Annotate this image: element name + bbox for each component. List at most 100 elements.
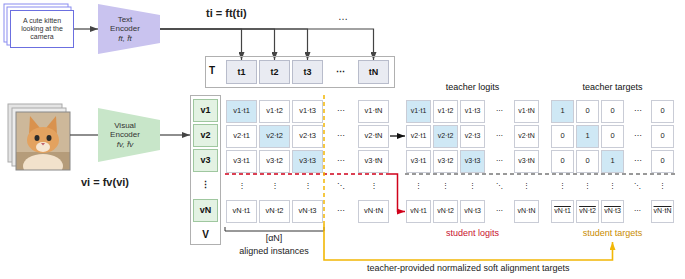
cell-value: ⋮ [271,182,279,191]
kitten-photo [16,112,70,170]
encoder-symbol: ft, f̄t [118,34,131,43]
cell-value: vN·t3 [299,207,317,216]
cell-value: v1·tN [518,107,535,115]
ellipsis-cell: ⋯ [325,125,356,148]
cell-value: vN·t3 [464,207,481,215]
matrix-cell: vN·t2 [576,200,599,223]
matrix-cell: 0 [601,100,624,123]
matrix-cell: v2·t2 [433,125,458,148]
image-embedding: v1 [193,99,218,122]
cell-value: ⋮ [238,182,246,191]
cell-value: ⋯ [634,107,642,116]
ellipsis-cell: ⋯ [487,100,512,123]
matrix-cell: v1·t3 [292,100,323,123]
cell-value: v3·t3 [465,157,481,165]
ellipsis-cell: ⋮ [551,175,574,198]
image-embedding: vN [193,199,218,222]
cell-value: ⋮ [469,182,476,190]
ellipsis: … [337,11,349,23]
matrix-cell: 0 [551,150,574,173]
matrix-cell: v1·t1 [406,100,431,123]
matrix-cell: v3·t3 [460,150,485,173]
cell-value: v2·t1 [233,132,250,141]
similarity-matrix: v1·t1v1·t2v1·t3⋯v1·tNv2·t1v2·t2v2·t3⋯v2·… [225,99,390,224]
cell-value: ⋮ [442,182,449,190]
cell-value: 0 [560,132,564,141]
matrix-cell: v1·t1 [226,100,257,123]
cell-value: vN·t2 [579,207,596,215]
ellipsis-cell: ⋯ [487,125,512,148]
matrix-cell: v2·t1 [226,125,257,148]
cell-value: v1·t3 [465,107,481,115]
matrix-cell: vN·t3 [460,200,485,223]
cell-value: vN·t1 [410,207,427,215]
connector-label: teacher-provided normalized soft alignme… [366,263,571,274]
text-embedding: t2 [259,60,290,84]
matrix-cell: 0 [551,125,574,148]
cell-value: ⋯ [496,157,503,165]
embedding-formula: ti = ft(ti) [205,7,248,20]
ellipsis-cell: ⋮ [460,175,485,198]
cell-value: ⋱ [496,182,503,190]
cell-value: v2·t3 [465,132,481,140]
cell-value: v3·tN [518,157,535,165]
aligned-bracket [225,227,324,231]
ellipsis-cell: ⋯ [626,100,649,123]
ellipsis-cell: ⋱ [487,175,512,198]
cell-value: v1·t3 [299,107,316,116]
image-embedding-column: Vv1v2v3⋮vN [190,95,221,245]
cell-value: v1·t2 [266,107,283,116]
matrix-cell: 0 [651,100,674,123]
matrix-title: student targets [550,228,675,238]
card-caption: A cute kitten looking at the camera [13,17,71,41]
cell-value: ⋱ [337,182,345,191]
matrix-title: teacher logits [405,82,540,92]
cell-value: vN·t3 [604,207,621,215]
matrix-cell: 0 [576,100,599,123]
cell-value: v2·tN [518,132,535,140]
matrix-cell: vN·tN [514,200,539,223]
matrix-cell: v1·t2 [433,100,458,123]
ellipsis-cell: ⋯ [487,200,512,223]
cell-value: v2·t2 [438,132,454,140]
cell-value: vN·tN [364,207,383,216]
cell-value: 0 [585,107,589,116]
ellipsis-cell: ⋯ [325,100,356,123]
cell-value: v1·t1 [233,107,250,116]
ellipsis-cell: ⋱ [626,175,649,198]
cell-value: vN·t1 [554,207,571,215]
ellipsis-cell: ⋯ [626,125,649,148]
cell-value: ⋯ [337,107,345,116]
photo-frame [16,112,70,170]
encoder-name: Text Encoder [103,15,147,33]
matrix-cell: 1 [576,125,599,148]
cell-value: 0 [660,107,664,116]
encoder-name: Visual Encoder [103,121,147,139]
cell-value: ⋮ [415,182,422,190]
embedding-symbol: ⋯ [336,67,345,77]
ellipsis-cell: ⋮ [651,175,674,198]
matrix-cell: v3·tN [514,150,539,173]
cell-value: v3·tN [365,157,383,166]
cell-value: 1 [560,107,564,116]
logit-matrix: student logits⋮⋮⋮⋱⋮vN·t1vN·t2vN·t3⋯vN·tN [405,174,540,242]
encoder-block: Visual Encoderfv, f̄v [98,108,160,162]
cell-value: ⋯ [337,132,345,141]
matrix-cell: v1·t2 [259,100,290,123]
text-card: A cute kitten looking at the camera [10,10,74,48]
image-embedding: v2 [193,124,218,147]
embedding-symbol: ⋮ [201,180,210,190]
embedding-symbol: t1 [237,67,245,77]
cell-value: v3·t2 [438,157,454,165]
cell-value: 0 [610,132,614,141]
aligned-split-line [323,95,325,224]
cell-value: vN·t1 [233,207,251,216]
cell-value: vN·tN [518,207,536,215]
cell-value: ⋯ [337,157,345,166]
cell-value: ⋯ [634,207,641,215]
matrix-cell: vN·tN [651,200,674,223]
bracket-label: [αN] [265,233,284,244]
matrix-cell: 0 [601,125,624,148]
ellipsis-cell: ⋮ [576,175,599,198]
embedding-symbol: v1 [200,105,210,115]
